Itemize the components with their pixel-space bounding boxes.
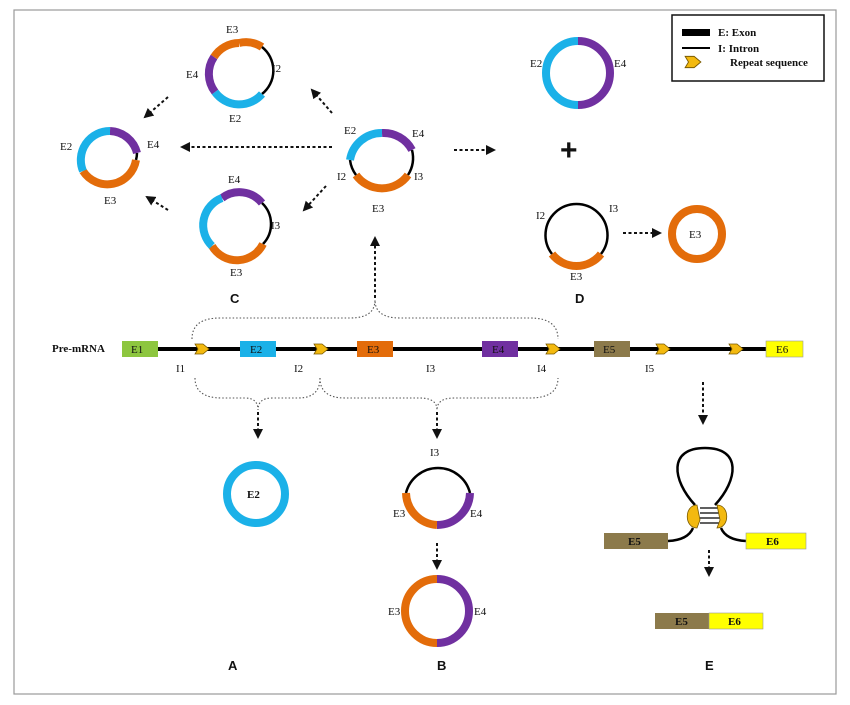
panel-b-exon-circle: E3 E4 — [388, 575, 487, 647]
label-e3: E3 — [226, 24, 239, 36]
intron-i3-label: I3 — [426, 363, 436, 375]
exon-e4 — [482, 341, 518, 357]
label-e3: E3 — [372, 203, 385, 215]
label-i3: I3 — [430, 447, 440, 459]
label-e4: E4 — [412, 128, 425, 140]
panel-b-intron-circle: I3 E3 E4 — [393, 447, 483, 529]
exon-e1-label: E1 — [131, 344, 143, 356]
panel-b-label: B — [437, 658, 446, 673]
panel-e-hairpin: E5 E6 — [604, 446, 807, 550]
exon-e6-label: E6 — [776, 344, 789, 356]
pre-mrna: Pre-mRNA E1 E2 E3 E4 E5 E6 I1 I2 I3 I4 I… — [52, 340, 804, 375]
intron-i4-label: I4 — [537, 363, 547, 375]
label-e6: E6 — [766, 536, 779, 548]
intron-i2-label: I2 — [294, 363, 303, 375]
panel-e-spliced-product: E5 E6 — [655, 612, 764, 630]
legend: E: Exon I: Intron Repeat sequence — [671, 14, 825, 82]
panel-a-e2-circle: E2 — [223, 461, 289, 527]
label-i2: I2 — [272, 63, 281, 75]
label-i3: I3 — [271, 220, 281, 232]
legend-exon-label: E: Exon — [718, 27, 756, 39]
panel-d-e3-circle: E3 — [668, 205, 726, 263]
label-e2: E2 — [229, 113, 241, 125]
exon-e3 — [357, 341, 393, 357]
panel-d-label: D — [575, 291, 584, 306]
pre-mrna-label: Pre-mRNA — [52, 343, 105, 355]
exon-e5-label: E5 — [603, 344, 616, 356]
label-e3: E3 — [689, 229, 702, 241]
label-e2: E2 — [344, 125, 356, 137]
exon-e4-label: E4 — [492, 344, 505, 356]
exon-e6 — [708, 612, 764, 630]
panel-d-intron-lariat: I2 I3 E3 — [536, 202, 619, 283]
label-i2: I2 — [337, 171, 346, 183]
label-e4: E4 — [470, 508, 483, 520]
label-i2: I2 — [536, 210, 545, 222]
exon-e2-label: E2 — [250, 344, 262, 356]
exon-e6 — [745, 532, 807, 550]
plus-sign: + — [560, 134, 578, 167]
arrow-c-upper-left — [143, 96, 169, 119]
panel-c-center-circle: E2 E4 I2 I3 E3 — [337, 125, 425, 215]
exon-e6 — [765, 340, 804, 358]
label-e3: E3 — [393, 508, 406, 520]
legend-intron-label: I: Intron — [718, 43, 759, 55]
legend-exon-swatch — [682, 29, 710, 36]
figure-border — [13, 9, 837, 695]
label-e3: E3 — [104, 195, 117, 207]
arrow-c-lower-right — [302, 185, 327, 212]
panel-c-bottom-circle: E4 I3 E3 — [199, 174, 281, 279]
exon-e5 — [604, 533, 668, 549]
panel-c-label: C — [230, 291, 240, 306]
exon-e5 — [655, 613, 709, 629]
label-e4: E4 — [147, 139, 160, 151]
label-e3: E3 — [570, 271, 583, 283]
label-e4: E4 — [474, 606, 487, 618]
label-e2: E2 — [60, 141, 72, 153]
exon-e5 — [594, 341, 630, 357]
panel-a-label: A — [228, 658, 238, 673]
legend-repeat-label: Repeat sequence — [730, 57, 808, 69]
panel-d-e2-e4-circle: E2 E4 — [530, 37, 627, 109]
label-i3: I3 — [414, 171, 424, 183]
brace-panel-a — [194, 377, 321, 411]
exon-e3-label: E3 — [367, 344, 380, 356]
panel-c-left-circle: E2 E4 E3 — [60, 126, 160, 207]
arrow-c-upper-right — [310, 88, 333, 114]
intron-i1-label: I1 — [176, 363, 185, 375]
label-e2: E2 — [530, 58, 542, 70]
label-e3: E3 — [388, 606, 401, 618]
panel-c-top-circle: E3 E4 I2 E2 — [186, 24, 281, 125]
brace-panel-b — [319, 377, 559, 411]
label-e4: E4 — [228, 174, 241, 186]
label-e6: E6 — [728, 616, 741, 628]
label-e3: E3 — [230, 267, 243, 279]
exon-e1 — [122, 341, 158, 357]
arrow-c-lower-left — [145, 195, 169, 211]
exon-e2 — [240, 341, 276, 357]
label-e5: E5 — [675, 616, 688, 628]
label-e4: E4 — [614, 58, 627, 70]
label-e2: E2 — [247, 489, 260, 501]
panel-e-label: E — [705, 658, 714, 673]
label-i3: I3 — [609, 203, 619, 215]
brace-upper — [191, 299, 559, 340]
label-e5: E5 — [628, 536, 641, 548]
intron-i5-label: I5 — [645, 363, 655, 375]
label-e4: E4 — [186, 69, 199, 81]
